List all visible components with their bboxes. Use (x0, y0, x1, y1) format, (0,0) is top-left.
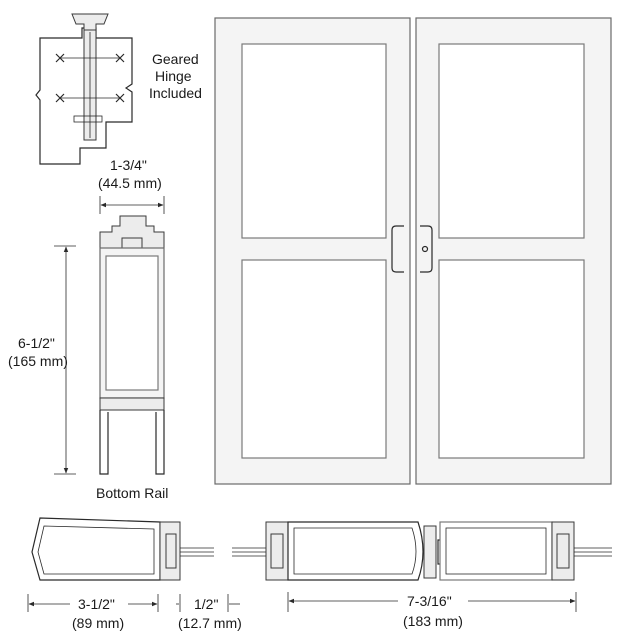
hinge-label-line-2: Hinge (155, 68, 192, 84)
rail-width-fraction: 1-3/4" (110, 157, 147, 173)
rail-width-dimension-line (99, 196, 165, 214)
stile-width-metric: (89 mm) (72, 615, 124, 631)
stile-width-fraction: 3-1/2" (78, 596, 115, 612)
stile-width-dimension-line (27, 594, 159, 612)
hinge-label-line-3: Included (149, 85, 202, 101)
meeting-stile-metric: (183 mm) (403, 613, 463, 629)
rail-width-metric: (44.5 mm) (98, 175, 162, 191)
meeting-stile-dimension-line (287, 592, 577, 612)
meeting-stile-fraction: 7-3/16" (407, 593, 452, 609)
bottom-rail-label: Bottom Rail (96, 485, 168, 501)
gap-dimension-line (176, 594, 240, 612)
rail-height-fraction: 6-1/2" (18, 335, 55, 351)
bottom-rail-profile (99, 215, 165, 475)
rail-height-dimension-line (54, 245, 76, 475)
stile-section-left (31, 517, 214, 581)
geared-hinge-detail (35, 13, 133, 165)
right-door (415, 17, 612, 485)
door-pull-handles[interactable] (391, 225, 433, 273)
gap-fraction: 1/2" (194, 596, 218, 612)
left-door (214, 17, 411, 485)
stile-section-meeting (232, 521, 612, 581)
gap-metric: (12.7 mm) (178, 615, 242, 631)
rail-height-metric: (165 mm) (8, 353, 68, 369)
hinge-label-line-1: Geared (152, 51, 199, 67)
